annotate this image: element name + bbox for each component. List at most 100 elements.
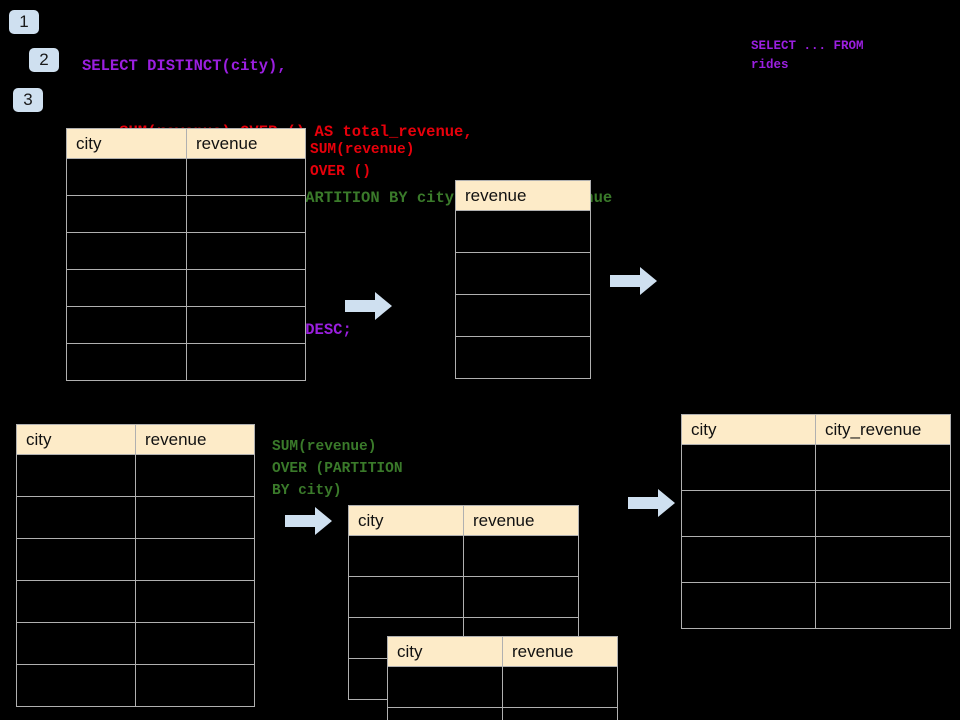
annotation-sum-over-empty: SUM(revenue) OVER () — [310, 142, 415, 180]
cell — [681, 536, 816, 583]
cell — [16, 538, 136, 581]
table-row — [387, 666, 618, 708]
cell — [455, 336, 591, 379]
column-header-city: city — [387, 636, 503, 667]
arrow-right-icon — [628, 489, 675, 517]
table-header-row: city city_revenue — [681, 414, 951, 445]
table-rides-top: city revenue — [66, 128, 306, 381]
table-row — [455, 336, 591, 379]
column-header-revenue: revenue — [455, 180, 591, 211]
table-row — [66, 269, 306, 307]
table-row — [348, 535, 579, 577]
step-badge-1: 1 — [9, 10, 39, 34]
cell — [16, 664, 136, 707]
cell — [16, 580, 136, 623]
table-row — [66, 343, 306, 381]
cell — [455, 252, 591, 295]
table-row — [16, 496, 255, 539]
cell — [135, 664, 255, 707]
cell — [186, 269, 306, 307]
cell — [502, 666, 618, 708]
cell — [502, 707, 618, 720]
cell — [681, 582, 816, 629]
cell — [16, 454, 136, 497]
table-row — [681, 582, 951, 629]
sql-line-1: SELECT DISTINCT(city), — [82, 57, 287, 75]
table-row — [16, 454, 255, 497]
arrow-right-icon — [285, 507, 332, 535]
column-header-city-revenue: city_revenue — [815, 414, 951, 445]
cell — [186, 232, 306, 270]
cell — [135, 454, 255, 497]
table-row — [387, 707, 618, 720]
cell — [16, 622, 136, 665]
cell — [135, 538, 255, 581]
cell — [66, 269, 187, 307]
step-badge-3-label: 3 — [23, 90, 33, 109]
cell — [681, 444, 816, 491]
table-row — [681, 444, 951, 491]
table-partition-back: city revenue — [348, 505, 579, 700]
table-row — [455, 210, 591, 253]
cell — [186, 195, 306, 233]
cell — [815, 536, 951, 583]
table-total-revenue: revenue — [455, 180, 591, 379]
cell — [66, 158, 187, 196]
table-row — [66, 158, 306, 196]
arrow-bottom-right-icon — [628, 488, 676, 523]
cell — [387, 666, 503, 708]
column-header-revenue: revenue — [502, 636, 618, 667]
table-rides-bottom: city revenue — [16, 424, 255, 707]
cell — [66, 232, 187, 270]
table-final-result: city city_revenue — [681, 414, 951, 629]
table-row — [66, 306, 306, 344]
column-header-city: city — [16, 424, 136, 455]
cell — [348, 535, 464, 577]
cell — [815, 582, 951, 629]
table-partition-front: city revenue — [387, 636, 618, 720]
table-header-row: city revenue — [348, 505, 579, 536]
cell — [348, 576, 464, 618]
table-row — [681, 536, 951, 583]
annotation-sum-over-partition: SUM(revenue) OVER (PARTITION BY city) — [272, 439, 403, 499]
column-header-revenue: revenue — [135, 424, 255, 455]
cell — [186, 306, 306, 344]
table-row — [16, 622, 255, 665]
cell — [135, 580, 255, 623]
arrow-top-right-icon — [610, 266, 658, 301]
cell — [135, 622, 255, 665]
table-row — [348, 576, 579, 618]
table-row — [16, 580, 255, 623]
step-badge-3: 3 — [13, 88, 43, 112]
cell — [186, 343, 306, 381]
table-row — [455, 294, 591, 337]
cell — [66, 306, 187, 344]
table-row — [681, 490, 951, 537]
cell — [455, 294, 591, 337]
column-header-revenue: revenue — [463, 505, 579, 536]
arrow-right-icon — [345, 292, 392, 320]
table-header-row: city revenue — [387, 636, 618, 667]
cell — [387, 707, 503, 720]
table-row — [16, 538, 255, 581]
table-header-row: city revenue — [66, 128, 306, 159]
side-note-select-from-rides: SELECT ... FROM rides — [751, 39, 864, 72]
cell — [135, 496, 255, 539]
table-header-row: revenue — [455, 180, 591, 211]
table-header-row: city revenue — [16, 424, 255, 455]
cell — [66, 343, 187, 381]
arrow-bottom-left-icon — [285, 506, 333, 541]
step-badge-2: 2 — [29, 48, 59, 72]
column-header-city: city — [681, 414, 816, 445]
cell — [16, 496, 136, 539]
column-header-revenue: revenue — [186, 128, 306, 159]
table-row — [16, 664, 255, 707]
step-badge-1-label: 1 — [19, 12, 29, 31]
cell — [186, 158, 306, 196]
arrow-top-left-icon — [345, 291, 393, 326]
column-header-city: city — [348, 505, 464, 536]
cell — [815, 444, 951, 491]
cell — [815, 490, 951, 537]
cell — [463, 576, 579, 618]
